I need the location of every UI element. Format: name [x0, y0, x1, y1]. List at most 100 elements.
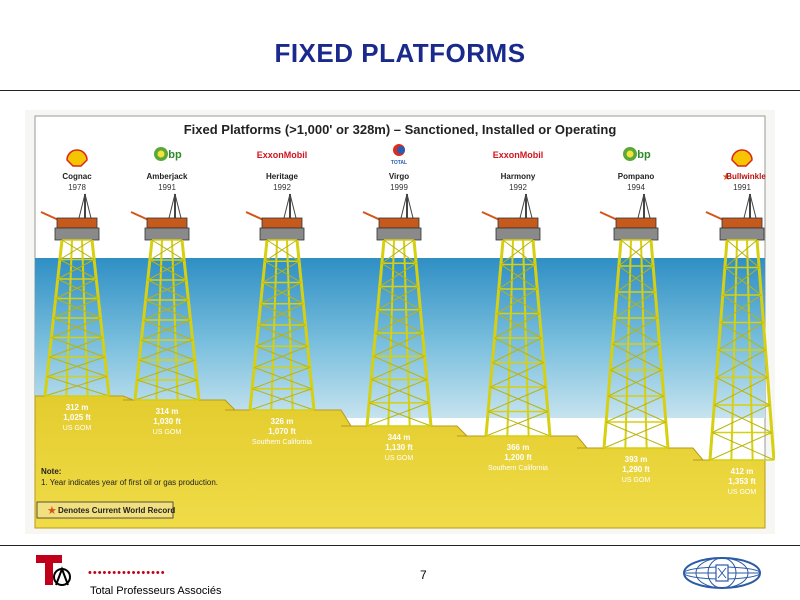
jacket-diagonal — [258, 324, 308, 347]
jacket-diagonal — [57, 278, 99, 299]
jacket-diagonal — [373, 332, 423, 357]
note-text: 1. Year indicates year of first oil or g… — [41, 478, 218, 487]
platform-location: US GOM — [385, 455, 414, 462]
jacket-diagonal — [618, 265, 656, 293]
record-star-icon: ★ — [722, 172, 731, 183]
depth-feet: 1,030 ft — [153, 417, 181, 426]
jacket-structure — [365, 239, 433, 427]
jacket-diagonal — [46, 376, 110, 397]
jacket-diagonal — [612, 317, 658, 345]
platform-location: US GOM — [622, 477, 651, 484]
jacket-diagonal — [256, 345, 310, 368]
derrick-frame — [743, 193, 757, 219]
jacket-diagonal — [711, 404, 770, 433]
platform-location: Southern California — [252, 439, 312, 446]
jacket-diagonal — [379, 262, 417, 287]
jacket-diagonal — [139, 339, 193, 361]
jacket-diagonal — [716, 349, 766, 378]
platform-name: Pompano — [618, 172, 655, 181]
jacket-diagonal — [249, 388, 313, 411]
jacket-diagonal — [502, 239, 536, 265]
jacket-diagonal — [49, 356, 108, 377]
jacket-diagonal — [605, 421, 669, 449]
tpa-logo-icon — [36, 555, 71, 593]
jacket-diagonal — [375, 309, 421, 334]
jacket-diagonal — [612, 343, 662, 371]
total-logo-icon: TOTAL — [391, 144, 407, 166]
jacket-diagonal — [724, 267, 762, 296]
jacket-diagonal — [718, 322, 764, 351]
lower-deck — [259, 227, 305, 241]
derrick-frame — [78, 193, 92, 219]
bp-helios-center — [626, 150, 634, 158]
shell-shape — [66, 149, 88, 167]
jacket-diagonal — [618, 239, 652, 267]
derrick-frame — [637, 193, 651, 219]
platform-name: Bullwinkle — [726, 172, 766, 181]
jacket-diagonal — [139, 359, 198, 381]
platform-name: Harmony — [501, 172, 536, 181]
shell-logo-icon — [66, 149, 88, 167]
lower-deck — [719, 227, 765, 241]
platform-name: Cognac — [62, 172, 92, 181]
depth-meters: 312 m — [66, 403, 89, 412]
jacket-diagonal — [366, 402, 430, 427]
jacket-diagonal — [55, 298, 101, 319]
jacket-diagonal — [726, 239, 760, 268]
globe-emblem-icon — [682, 556, 762, 590]
upper-deck — [261, 217, 303, 229]
jacket-diagonal — [53, 317, 103, 338]
upper-deck — [146, 217, 188, 229]
jacket-diagonal — [610, 343, 660, 371]
depth-meters: 412 m — [731, 467, 754, 476]
lower-deck — [54, 227, 100, 241]
jacket-diagonal — [377, 286, 419, 311]
jacket-diagonal — [620, 239, 654, 267]
top-divider — [0, 90, 800, 91]
jacket-diagonal — [262, 282, 304, 305]
exxonmobil-logo-icon: ExxonMobil — [257, 150, 308, 160]
jacket-diagonal — [145, 279, 187, 301]
jacket-diagonal — [145, 299, 191, 321]
jacket-diagonal — [716, 377, 770, 406]
legend-text: Denotes Current World Record — [58, 506, 175, 515]
tpa-logo — [34, 553, 74, 595]
jacket-structure — [248, 239, 316, 411]
jacket-diagonal — [141, 319, 191, 341]
platform-name: Amberjack — [147, 172, 188, 181]
depth-meters: 344 m — [388, 433, 411, 442]
depth-meters: 314 m — [156, 407, 179, 416]
page-number: 7 — [420, 568, 427, 582]
jacket-diagonal — [44, 376, 108, 397]
jacket-diagonal — [260, 282, 302, 305]
jacket-diagonal — [371, 355, 425, 380]
upper-deck — [721, 217, 763, 229]
jacket-diagonal — [262, 260, 300, 283]
jacket-diagonal — [711, 432, 775, 461]
lower-deck — [613, 227, 659, 241]
jacket-diagonal — [57, 259, 95, 280]
jacket-diagonal — [147, 279, 189, 301]
jacket-diagonal — [375, 332, 425, 357]
note-title: Note: — [41, 467, 61, 476]
jacket-diagonal — [608, 369, 662, 397]
jacket-diagonal — [724, 239, 758, 268]
footer-dots: •••••••••••••••• — [88, 567, 166, 579]
jacket-diagonal — [718, 349, 768, 378]
bp-logo-icon: bp — [623, 147, 651, 161]
jacket-diagonal — [610, 369, 664, 397]
depth-feet: 1,130 ft — [385, 443, 413, 452]
depth-feet: 1,070 ft — [268, 427, 296, 436]
jacket-diagonal — [136, 359, 195, 381]
jacket-diagonal — [143, 319, 193, 341]
platform-year: 1978 — [68, 183, 86, 192]
jacket-diagonal — [260, 303, 306, 326]
depth-feet: 1,025 ft — [63, 413, 91, 422]
jacket-diagonal — [496, 288, 538, 314]
jacket-diagonal — [487, 386, 546, 412]
jacket-diagonal — [258, 303, 304, 326]
